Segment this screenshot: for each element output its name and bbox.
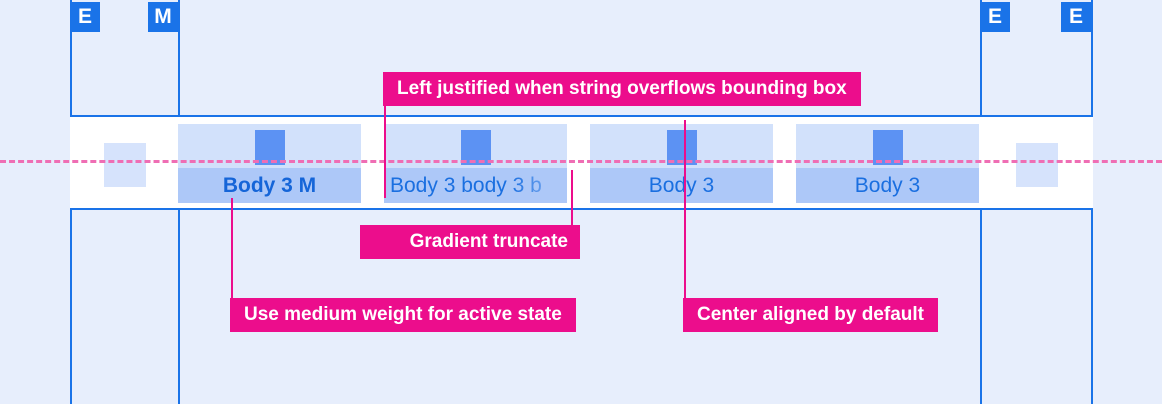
edge-spacer-left: [104, 143, 146, 187]
vertical-center-guide: [0, 160, 1162, 163]
leader-gradient-truncate: [571, 170, 573, 228]
leader-medium-weight: [231, 198, 233, 300]
tab-label: Body 3 M: [222, 174, 317, 197]
edge-spacer-right: [1016, 143, 1058, 187]
tab-item-2[interactable]: Body 3 body 3 b: [384, 124, 567, 203]
callout-medium-weight: Use medium weight for active state: [230, 298, 576, 332]
tab-icon: [666, 130, 697, 165]
tab-label: Body 3: [854, 174, 921, 197]
callout-left-justified: Left justified when string overflows bou…: [383, 72, 861, 106]
tab-label: Body 3: [648, 174, 715, 197]
tab-bar-panel: Body 3 M Body 3 body 3 b Body 3: [70, 115, 1093, 210]
tab-label-band: Body 3 body 3 b: [384, 168, 567, 203]
tab-label: Body 3 body 3 b: [390, 174, 542, 197]
tab-label-band: Body 3 M: [178, 168, 361, 203]
badge-edge-left-outer: E: [70, 2, 100, 32]
tab-icon: [254, 130, 285, 165]
tab-item-4[interactable]: Body 3: [796, 124, 979, 203]
tab-item-1[interactable]: Body 3 M: [178, 124, 361, 203]
tab-item-3[interactable]: Body 3: [590, 124, 773, 203]
tab-label-band: Body 3: [796, 168, 979, 203]
badge-edge-right-inner: E: [980, 2, 1010, 32]
tab-label-band: Body 3: [590, 168, 773, 203]
leader-left-justified: [384, 103, 386, 198]
badge-edge-right-outer: E: [1061, 2, 1091, 32]
tab-icon: [872, 130, 903, 165]
badge-margin-left: M: [148, 2, 178, 32]
callout-gradient-truncate: Gradient truncate: [360, 225, 580, 259]
tab-icon: [460, 130, 491, 165]
callout-center-aligned: Center aligned by default: [683, 298, 938, 332]
leader-center-aligned: [684, 120, 686, 300]
